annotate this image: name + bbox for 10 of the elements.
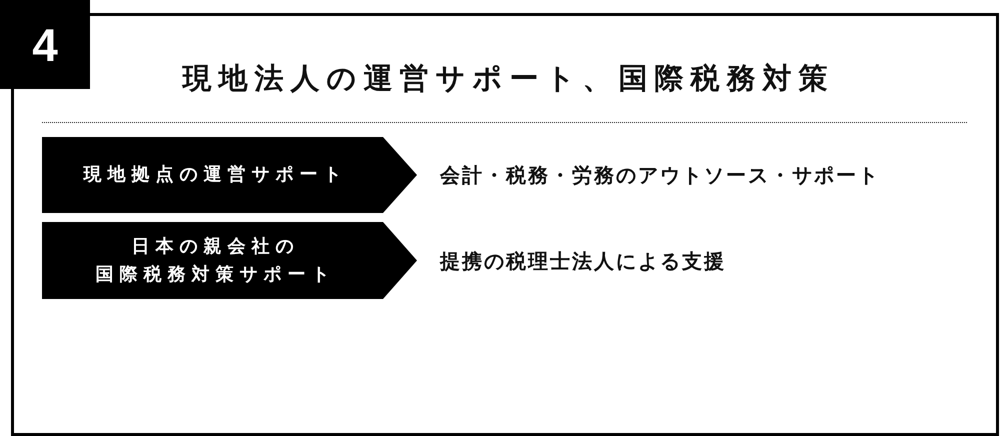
panel-frame [11, 13, 999, 436]
step-number: 4 [32, 22, 58, 68]
description-text: 会計・税務・労務のアウトソース・サポート [440, 162, 880, 189]
number-badge [0, 0, 90, 89]
chevron-box [42, 222, 417, 299]
chevron-box [42, 137, 417, 213]
chevron-label: 日本の親会社の国際税務対策サポート [94, 234, 336, 286]
panel-heading: 現地法人の運営サポート、国際税務対策 [180, 60, 834, 96]
description-text: 提携の税理士法人による支援 [440, 248, 726, 274]
chevron-label: 現地拠点の運営サポート [82, 163, 348, 187]
